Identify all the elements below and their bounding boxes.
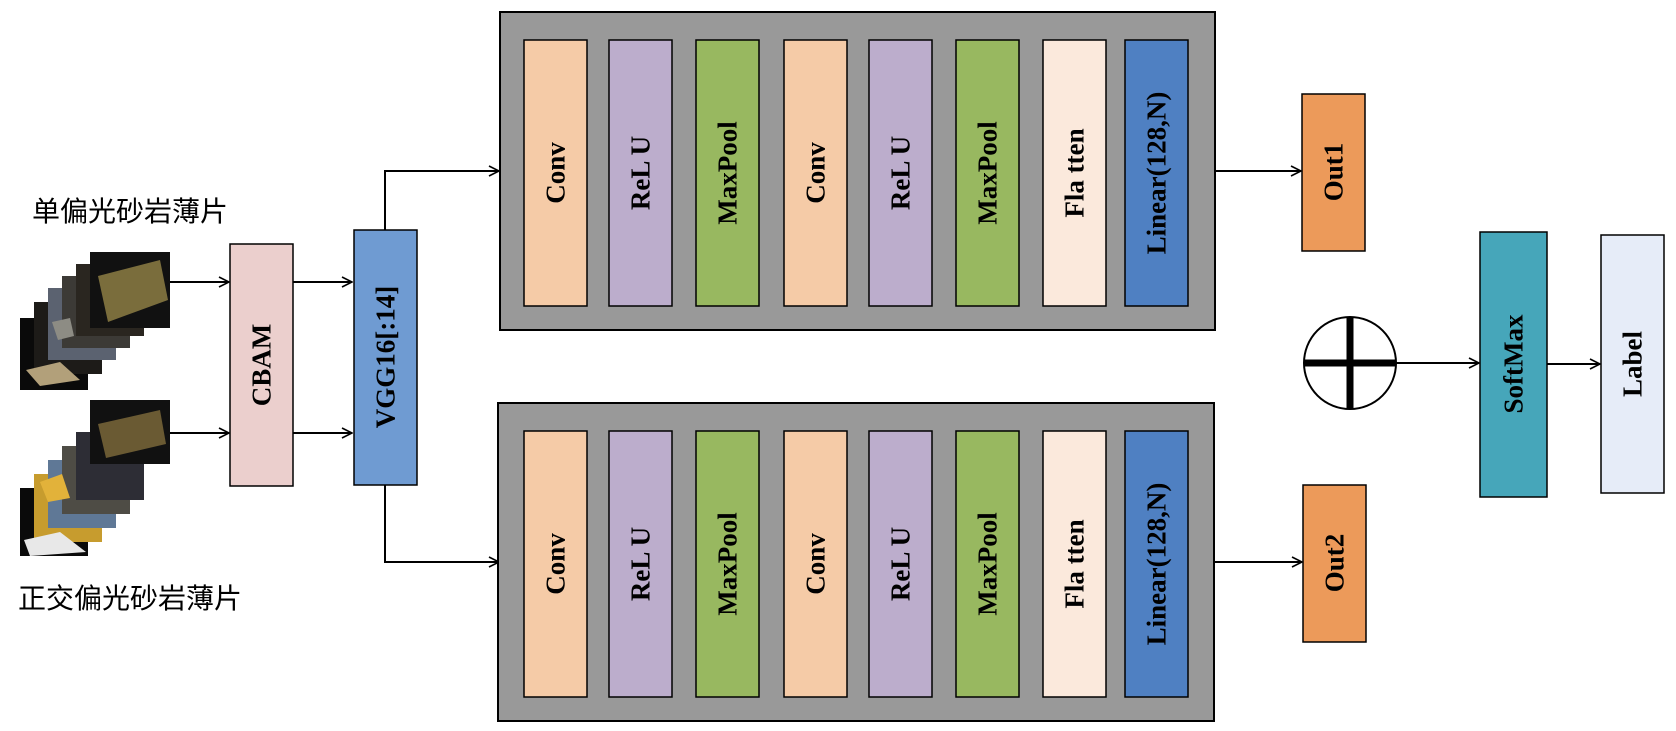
branch1-conv2-label: Conv [801, 142, 831, 204]
branch2-linear-block [1124, 430, 1189, 698]
branch2-maxpool2-label: MaxPool [973, 512, 1003, 616]
branch1-panel [499, 11, 1216, 331]
branch2-flatten-label: Fla tten [1060, 519, 1090, 608]
out2-block [1302, 484, 1367, 643]
branch1-relu2-block [868, 39, 933, 307]
branch2-layers: Conv ReL U MaxPool Conv ReL U MaxPool Fla tten… [523, 430, 1189, 698]
softmax-block [1479, 231, 1548, 498]
branch2-maxpool2-block [955, 430, 1020, 698]
top-image-stack [20, 252, 170, 390]
softmax-label: SoftMax [1499, 314, 1529, 413]
branch1-conv-label: Conv [541, 142, 571, 204]
vgg-to-branch2-arrow [384, 485, 499, 562]
branch2-relu2-block [868, 430, 933, 698]
branch2-relu-block [608, 430, 673, 698]
branch1-maxpool2-block [955, 39, 1020, 307]
vgg-label: VGG16[:14] [371, 286, 401, 428]
circled-plus-icon [1303, 316, 1397, 410]
branch2-relu-label: ReL U [626, 527, 656, 601]
out1-block [1301, 93, 1366, 252]
bottom-input-label: 正交偏光砂岩薄片 [18, 582, 242, 615]
branch1-maxpool-label: MaxPool [713, 121, 743, 225]
branch1-relu-label: ReL U [626, 136, 656, 210]
out1-label: Out1 [1319, 143, 1349, 202]
branch1-layers: Conv ReL U MaxPool Conv ReL U MaxPool Fla tten… [523, 39, 1189, 307]
branch2-conv-label: Conv [541, 533, 571, 595]
branch2-flatten-block [1042, 430, 1107, 698]
branch1-flatten-label: Fla tten [1060, 128, 1090, 217]
branch1-maxpool2-label: MaxPool [973, 121, 1003, 225]
branch2-maxpool-label: MaxPool [713, 512, 743, 616]
branch1-linear-label: Linear(128,N) [1142, 92, 1172, 255]
branch1-conv2-block [783, 39, 848, 307]
vgg-to-branch1-arrow [384, 171, 499, 230]
cbam-block [229, 243, 294, 487]
branch2-relu2-label: ReL U [886, 527, 916, 601]
bottom-image-stack [20, 400, 170, 556]
branch1-linear-block [1124, 39, 1189, 307]
branch2-maxpool-block [695, 430, 760, 698]
branch1-flatten-block [1042, 39, 1107, 307]
branch2-conv-block [523, 430, 588, 698]
branch1-relu-block [608, 39, 673, 307]
branch1-conv-block [523, 39, 588, 307]
top-input-label: 单偏光砂岩薄片 [32, 195, 228, 228]
out2-label: Out2 [1320, 534, 1350, 593]
branch1-relu2-label: ReL U [886, 136, 916, 210]
label-block [1600, 234, 1665, 494]
vgg-block [353, 229, 418, 486]
cbam-label: CBAM [247, 324, 277, 407]
branch2-conv2-label: Conv [801, 533, 831, 595]
branch2-conv2-block [783, 430, 848, 698]
branch2-linear-label: Linear(128,N) [1142, 483, 1172, 646]
branch1-maxpool-block [695, 39, 760, 307]
label-text: Label [1618, 330, 1648, 397]
